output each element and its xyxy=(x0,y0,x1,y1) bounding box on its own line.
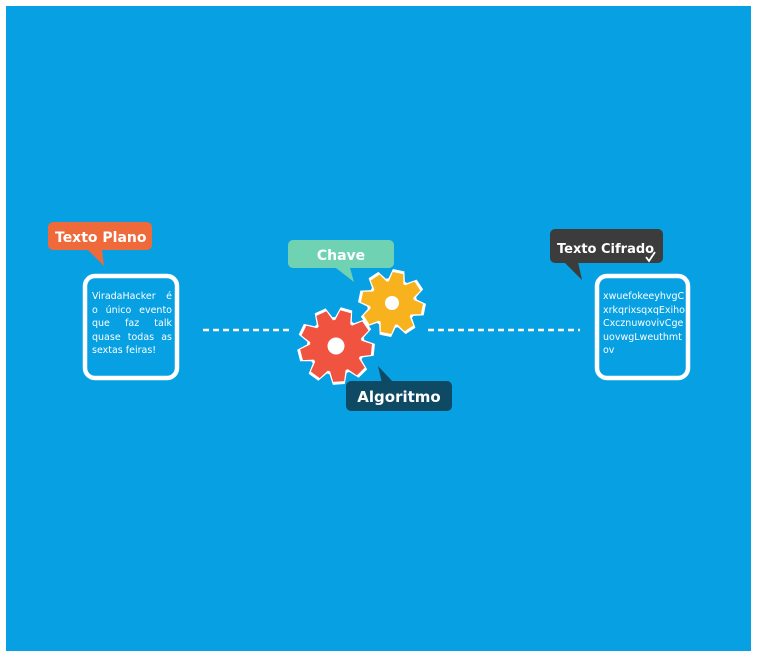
plain-text-label-bg xyxy=(48,222,152,250)
algorithm-label: Algoritmo xyxy=(357,388,440,406)
plain-text-label-bubble: Texto Plano xyxy=(48,222,152,266)
key-label-bg xyxy=(288,240,394,268)
cipher-text-label-tail xyxy=(564,262,582,280)
plain-text-card xyxy=(82,273,180,381)
gear-icon xyxy=(297,269,426,385)
algorithm-label-bubble: Algoritmo xyxy=(346,366,452,411)
plain-text-label: Texto Plano xyxy=(55,230,147,246)
plain-text-label-tail xyxy=(88,250,104,266)
algorithm-label-bg xyxy=(346,381,452,411)
cipher-text-label-bg xyxy=(550,229,663,263)
cipher-text-content: xwuefokeeyhvgCxrkqrixsqxqExihoCxcznuwovi… xyxy=(603,291,685,356)
plain-text-content: ViradaHacker é o único evento que faz ta… xyxy=(92,291,172,356)
cipher-text-card xyxy=(594,273,691,381)
cipher-text-label: Texto Cifrado xyxy=(557,242,654,257)
key-label-bubble: Chave xyxy=(288,240,394,282)
red-gear-icon xyxy=(297,307,375,385)
gear-hole xyxy=(327,337,345,355)
cipher-text-label-bubble: Texto Cifrado xyxy=(550,229,663,280)
gear-hole xyxy=(385,296,399,310)
diagram-canvas xyxy=(6,6,751,651)
algorithm-label-tail xyxy=(378,366,394,383)
check-icon xyxy=(645,251,656,263)
key-label: Chave xyxy=(317,248,365,264)
yellow-gear-icon xyxy=(358,269,426,337)
key-label-tail xyxy=(336,268,354,282)
